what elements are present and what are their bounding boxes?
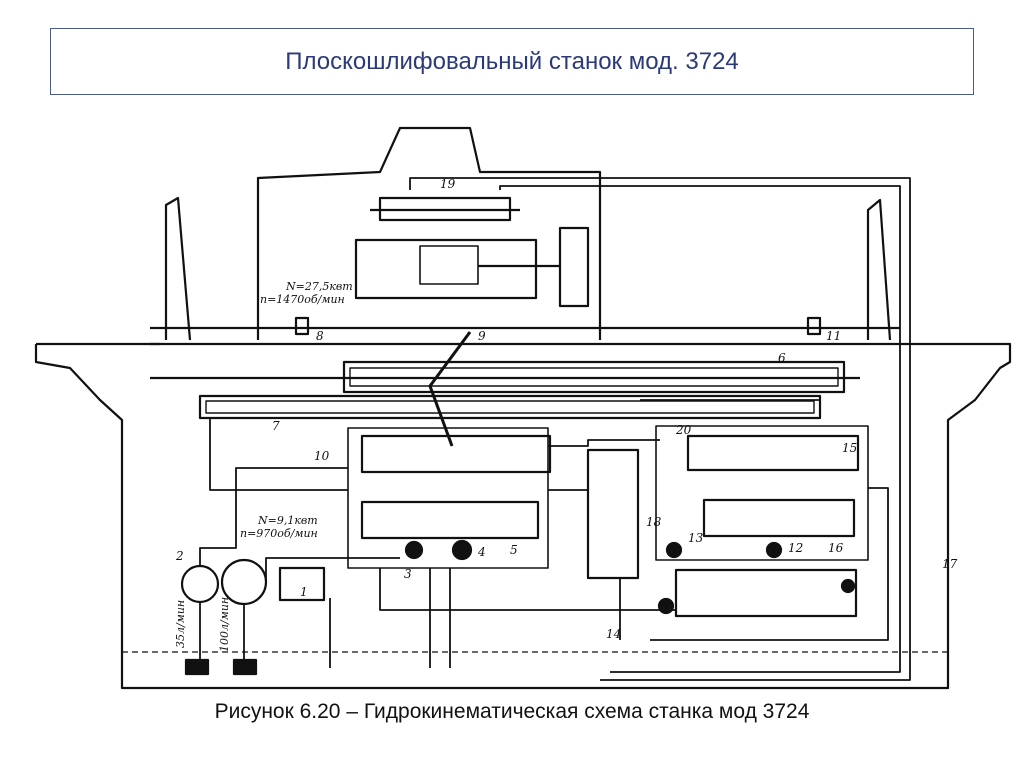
flow-left: 35л/мин bbox=[174, 600, 187, 648]
label-6: 6 bbox=[778, 351, 786, 365]
wheelhead-block bbox=[354, 238, 538, 300]
pipe-l bbox=[650, 487, 889, 641]
slide-title: Плоскошлифовальный станок мод. 3724 bbox=[285, 47, 739, 75]
label-8: 8 bbox=[316, 329, 324, 343]
label-19: 19 bbox=[440, 177, 456, 191]
lever-9 bbox=[428, 331, 472, 447]
filter-right bbox=[232, 658, 258, 676]
label-16: 16 bbox=[828, 541, 844, 555]
valve-block-15 bbox=[655, 425, 869, 561]
left-upright bbox=[164, 196, 192, 341]
label-12: 12 bbox=[788, 541, 803, 555]
main-motor-power: N=27,5квт bbox=[285, 280, 353, 293]
figure-caption: Рисунок 6.20 – Гидрокинематическая схема… bbox=[214, 700, 810, 723]
pipe-top-1 bbox=[409, 177, 911, 681]
right-upright bbox=[866, 198, 892, 341]
pipe-f bbox=[548, 439, 660, 447]
spool-10 bbox=[360, 434, 552, 474]
cylinder-7 bbox=[198, 394, 822, 420]
pipe-top-2 bbox=[499, 185, 901, 673]
label-5: 5 bbox=[510, 543, 518, 557]
cylinder-6-inner bbox=[349, 367, 839, 387]
label-3: 3 bbox=[404, 567, 412, 581]
machine-base-outline bbox=[34, 342, 1012, 690]
stop-11 bbox=[806, 316, 822, 336]
pump-2 bbox=[180, 564, 220, 604]
label-2: 2 bbox=[175, 549, 184, 563]
label-1: 1 bbox=[300, 585, 308, 599]
spool-15 bbox=[686, 434, 860, 472]
label-7: 7 bbox=[272, 419, 280, 433]
pump-motor-power: N=9,1квт bbox=[257, 514, 318, 527]
label-20: 20 bbox=[675, 423, 692, 437]
main-motor-speed: n=1470об/мин bbox=[260, 293, 345, 306]
spool-16 bbox=[702, 498, 856, 538]
stop-8 bbox=[294, 316, 310, 336]
ball-12 bbox=[765, 541, 783, 559]
spool-5 bbox=[360, 500, 540, 540]
valve-block-10 bbox=[347, 427, 549, 569]
valve-17 bbox=[674, 568, 858, 618]
filter-left bbox=[184, 658, 210, 676]
motor-winding bbox=[419, 245, 479, 285]
label-10: 10 bbox=[314, 449, 330, 463]
cylinder-7-inner bbox=[205, 400, 815, 414]
flow-right: 100л/мин bbox=[218, 597, 231, 652]
ball-14 bbox=[657, 597, 675, 615]
label-18: 18 bbox=[646, 515, 662, 529]
pipe-c bbox=[199, 467, 348, 566]
pipe-d bbox=[265, 557, 400, 582]
label-17: 17 bbox=[942, 557, 958, 571]
ball-3 bbox=[404, 540, 424, 560]
label-4: 4 bbox=[477, 545, 486, 559]
label-14: 14 bbox=[606, 627, 621, 641]
label-9: 9 bbox=[478, 329, 486, 343]
column-outline bbox=[256, 126, 602, 340]
label-13: 13 bbox=[688, 531, 704, 545]
pipe-h bbox=[379, 568, 676, 611]
pump-motor-speed: n=970об/мин bbox=[240, 527, 318, 540]
pipe-e bbox=[209, 418, 348, 491]
label-11: 11 bbox=[826, 329, 841, 343]
cylinder-6 bbox=[342, 360, 846, 394]
ball-17 bbox=[840, 578, 856, 594]
ball-4 bbox=[451, 539, 473, 561]
title-frame: Плоскошлифовальный станок мод. 3724 bbox=[50, 28, 974, 95]
ball-13 bbox=[665, 541, 683, 559]
pump-motor bbox=[278, 566, 326, 602]
label-15: 15 bbox=[842, 441, 857, 455]
grinding-wheel bbox=[558, 226, 590, 308]
valve-18 bbox=[586, 448, 640, 580]
